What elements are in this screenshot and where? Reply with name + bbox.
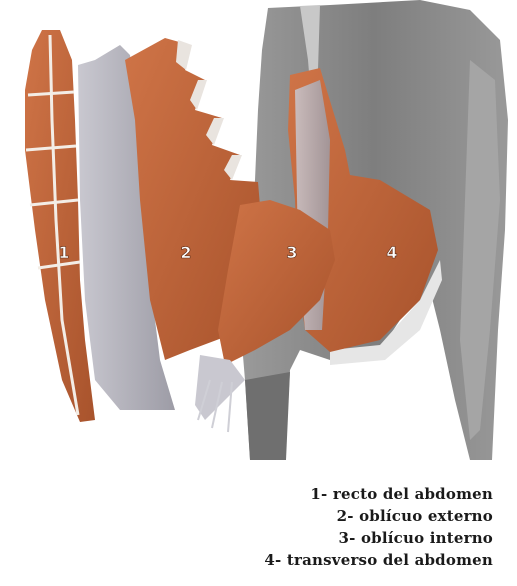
label-4: 4 (386, 243, 397, 262)
label-3: 3 (286, 243, 297, 262)
legend-item-recto: 1- recto del abdomen (193, 483, 493, 505)
legend-item-transverso: 4- transverso del abdomen (193, 549, 493, 571)
label-2: 2 (180, 243, 191, 262)
label-1: 1 (58, 243, 69, 262)
legend: 1- recto del abdomen 2- oblícuo externo … (193, 483, 493, 571)
legend-item-oblicuo-interno: 3- oblícuo interno (193, 527, 493, 549)
abdominal-muscles-illustration: 1 2 3 4 (0, 0, 517, 470)
legend-item-oblicuo-externo: 2- oblícuo externo (193, 505, 493, 527)
